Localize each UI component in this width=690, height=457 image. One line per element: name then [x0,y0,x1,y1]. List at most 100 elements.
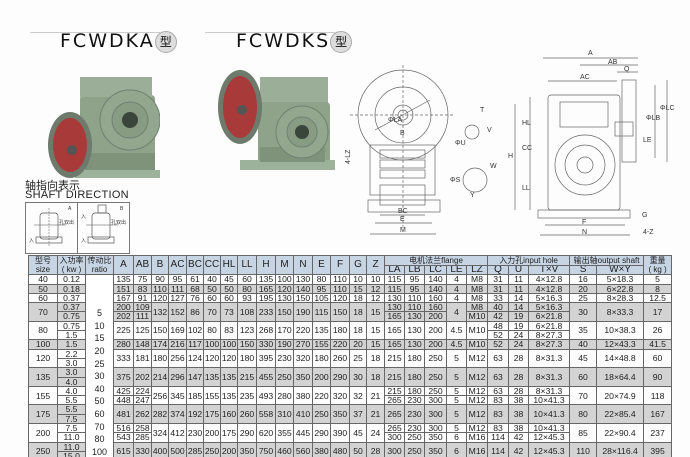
cell-h: 750 [256,441,276,457]
cell-la: 265 [384,395,405,406]
cell-b: 256 [151,385,169,406]
cell-f: 120 [330,292,350,304]
cell-lc: 200 [424,320,447,341]
cell-g: 25 [349,348,367,369]
cell-g: 18 [349,320,367,341]
cell-n: 220 [293,320,313,341]
cell-kg: 5 [643,274,673,285]
cell-kw: 11.0 [57,441,86,452]
cell-size: 155 [28,385,58,406]
dim-label: B [400,130,405,137]
cell-wy: 20×74.9 [596,385,645,406]
cell-ab: 181 [133,348,152,369]
cell-ac: 216 [168,339,187,350]
header-S: S [569,264,598,276]
dim-label: 4-Z [643,229,654,236]
cell-ll: 60 [237,274,257,285]
cell-cc: 80 [203,320,221,341]
cell-m: 355 [275,423,294,443]
cell-lb: 230 [404,404,425,425]
cell-la: 130 [384,292,405,304]
cell-bc: 86 [186,302,204,322]
cell-q: 52 [487,339,510,350]
header-LZ: LZ [465,264,489,276]
cell-lz: M12 [465,423,489,434]
cell-g: 15 [349,283,367,294]
cell-lc: 250 [424,385,447,397]
cell-q: 33 [487,292,510,304]
cell-h: 135 [256,274,276,285]
cell-size: 50 [28,283,58,294]
cell-bc: 185 [186,385,204,406]
cell-u: 38 [508,404,530,425]
cell-cc: 200 [203,423,221,443]
header-AC: AC [168,254,187,276]
cell-u: 38 [508,423,530,434]
cell-h: 233 [256,302,276,322]
cell-s: 60 [569,367,598,387]
cell-lb: 230 [404,395,425,406]
shaft-direction-b: B 孔双出 入 入 [78,203,129,253]
cell-bc: 124 [186,348,204,369]
cell-e: 380 [312,441,331,457]
cell-u: 28 [508,348,530,369]
cell-e: 95 [312,283,331,294]
cell-q: 31 [487,274,510,285]
cell-ab: 125 [133,320,152,341]
cell-q: 63 [487,385,510,397]
header-HL: HL [220,254,238,276]
cell-a: 448 [113,395,134,406]
cell-le: 5 [446,367,467,387]
cell-le: 5 [446,348,467,369]
cell-m: 230 [275,348,294,369]
cell-ab: 262 [133,404,152,425]
shaft-direction-title-cn: 轴指向表示 [25,180,80,192]
header-flange-group: 电机法兰flange [383,255,489,266]
dim-label: V [487,127,492,134]
cell-cc: 120 [203,348,221,369]
cell-la: 300 [384,441,405,457]
table-row: 7.5 [29,413,672,425]
cell-cc: 155 [203,385,221,406]
cell-ab: 148 [133,339,152,350]
cell-kg: 118 [643,385,673,406]
dim-label: AB [608,59,618,66]
cell-hl: 100 [220,339,238,350]
cell-u: 24 [508,339,530,350]
model-name: FCWDKA [60,30,155,52]
cell-wy: 8×28.3 [596,292,645,304]
cell-cc: 70 [203,302,221,322]
cell-h: 165 [256,283,276,294]
cell-g: 30 [349,367,367,387]
cell-hl: 50 [220,283,238,294]
cell-ab: 91 [133,292,152,304]
cell-a: 167 [113,292,134,304]
cell-wy: 22×85.4 [596,404,645,425]
cell-le: 4 [446,274,467,285]
cell-size: 40 [28,274,58,285]
cell-lz: M16 [465,441,489,457]
cell-cc: 175 [203,404,221,425]
header-M: M [275,254,294,276]
cell-q: 114 [487,441,510,457]
cell-n: 410 [293,404,313,425]
cell-q: 63 [487,348,510,369]
cell-kg: 17 [643,302,673,322]
header-N: N [293,254,313,276]
table-row: 15.0 [29,450,672,457]
cell-e: 290 [312,423,331,443]
header-CC: CC [203,254,221,276]
cell-kg: 395 [643,441,673,457]
shaft-direction-title-en: SHAFT DIRECTION [25,189,129,201]
cell-m: 120 [275,283,294,294]
header-A: A [113,254,134,276]
cell-cc: 50 [203,283,221,294]
cell-n: 560 [293,441,313,457]
cell-s: 85 [569,423,598,443]
cell-wy: 22×90.4 [596,423,645,443]
cell-lz: M8 [465,283,489,294]
